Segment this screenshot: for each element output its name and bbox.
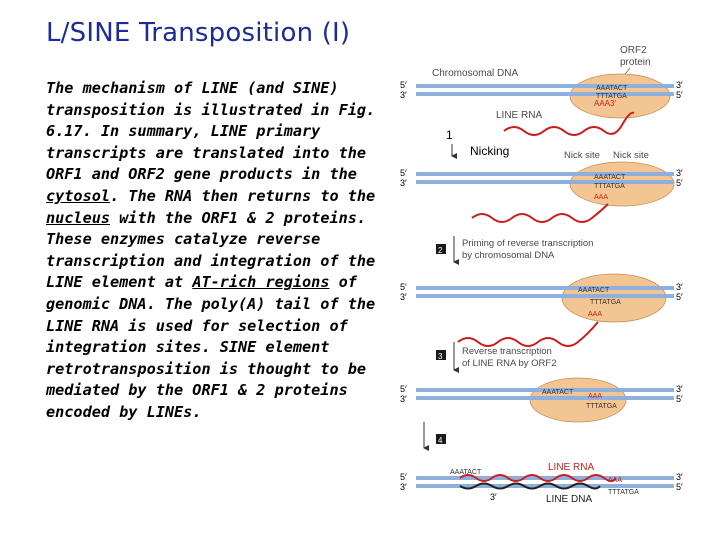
seq-bottom-5: TTTATGA bbox=[608, 489, 639, 496]
five-prime-5: 5′ bbox=[400, 472, 407, 482]
five-prime-label: 5′ bbox=[400, 80, 407, 90]
link-nucleus[interactable]: nucleus bbox=[46, 208, 111, 227]
polyA-5: AAA bbox=[608, 477, 622, 484]
body-text-1: The mechanism of LINE (and SINE) transpo… bbox=[46, 79, 376, 184]
step-3-box bbox=[436, 350, 446, 360]
step-3-label: Reverse transcription bbox=[462, 346, 552, 357]
step-1-number: 1 bbox=[446, 128, 453, 142]
nick-site-label-2: Nick site bbox=[613, 150, 649, 161]
three-prime-5: 3′ bbox=[400, 482, 407, 492]
step-3-label-line2: of LINE RNA by ORF2 bbox=[462, 358, 557, 369]
three-prime-label: 3′ bbox=[400, 90, 407, 100]
five-prime-4r: 5′ bbox=[676, 394, 683, 404]
orf2-protein-label-2: protein bbox=[620, 57, 651, 68]
line-rna-label-final: LINE RNA bbox=[548, 462, 594, 473]
five-prime-4: 5′ bbox=[400, 384, 407, 394]
panel-3: 5′ 3′ 3′ 5′ AAATACT TTTATGA AAA bbox=[400, 273, 683, 347]
three-prime-4: 3′ bbox=[400, 394, 407, 404]
body-text-4: of genomic DNA. The poly(A) tail of the … bbox=[46, 273, 376, 421]
step-2-label-line2: by chromosomal DNA bbox=[462, 250, 555, 261]
three-prime-2r: 3′ bbox=[676, 168, 683, 178]
panel-4: 5′ 3′ 3′ 5′ AAATACT TTTATGA AAA bbox=[400, 377, 683, 423]
five-prime-3r: 5′ bbox=[676, 292, 683, 302]
step-4-box bbox=[436, 434, 446, 444]
five-prime-3: 5′ bbox=[400, 282, 407, 292]
panel-1: 5′ 3′ 3′ 5′ AAATACT TTTATGA AAA3′ LINE R… bbox=[400, 73, 683, 136]
page-title: L/SINE Transposition (I) bbox=[46, 18, 351, 48]
seq-top: AAATACT bbox=[596, 85, 628, 92]
three-prime-4r: 3′ bbox=[676, 384, 683, 394]
three-prime-3r: 3′ bbox=[676, 282, 683, 292]
step-2-label: Priming of reverse transcription bbox=[462, 238, 593, 249]
five-prime-5r: 5′ bbox=[676, 482, 683, 492]
line-rna-label: LINE RNA bbox=[496, 110, 542, 121]
seq-bottom: TTTATGA bbox=[596, 93, 627, 100]
three-prime-mid: 3′ bbox=[490, 492, 497, 502]
step-3-number: 3 bbox=[438, 352, 443, 361]
orf2-protein-label: ORF2 bbox=[620, 45, 647, 56]
line-rna-wave bbox=[503, 111, 635, 136]
step-2-box bbox=[436, 244, 446, 254]
three-prime-2: 3′ bbox=[400, 178, 407, 188]
five-prime-2: 5′ bbox=[400, 168, 407, 178]
step-1-label: Nicking bbox=[470, 144, 509, 158]
link-at-rich-regions[interactable]: AT-rich regions bbox=[192, 273, 330, 292]
line-rna-wave-3 bbox=[457, 321, 599, 347]
step-4-number: 4 bbox=[438, 436, 443, 445]
link-cytosol[interactable]: cytosol bbox=[46, 186, 111, 205]
three-prime-3: 3′ bbox=[400, 292, 407, 302]
body-paragraph: The mechanism of LINE (and SINE) transpo… bbox=[46, 78, 396, 424]
body-text-2: . The RNA then returns to the bbox=[110, 186, 376, 205]
polyA-2: AAA bbox=[594, 194, 608, 201]
chromosomal-dna-label: Chromosomal DNA bbox=[432, 68, 518, 79]
three-prime-5r: 3′ bbox=[676, 472, 683, 482]
panel-2: 5′ 3′ 3′ 5′ AAATACT TTTATGA AAA bbox=[400, 161, 683, 223]
five-prime-label-right: 5′ bbox=[676, 90, 683, 100]
polyA-4: AAA bbox=[588, 393, 602, 400]
polyA-3: AAA bbox=[588, 311, 602, 318]
line-rna-wave-2 bbox=[471, 203, 609, 223]
seq-bottom-4: TTTATGA bbox=[586, 403, 617, 410]
nick-site-label-1: Nick site bbox=[564, 150, 600, 161]
seq-top-3: AAATACT bbox=[578, 287, 610, 294]
three-prime-label-right: 3′ bbox=[676, 80, 683, 90]
seq-bottom-3: TTTATGA bbox=[590, 299, 621, 306]
polyA-label: AAA3′ bbox=[594, 99, 616, 108]
line-dna-final bbox=[459, 482, 601, 490]
line-rna-final bbox=[459, 474, 617, 482]
line-transposition-figure: ORF2 protein Chromosomal DNA 5′ 3′ 3′ 5′… bbox=[400, 45, 683, 505]
line-dna-label: LINE DNA bbox=[546, 494, 592, 505]
panel-final: 5′ 3′ 3′ 5′ AAATACT TTTATGA AAA LINE RNA… bbox=[400, 462, 683, 505]
seq-bottom-2: TTTATGA bbox=[594, 183, 625, 190]
seq-top-5: AAATACT bbox=[450, 469, 482, 476]
five-prime-2r: 5′ bbox=[676, 178, 683, 188]
seq-top-4: AAATACT bbox=[542, 389, 574, 396]
body-text-3: with the ORF1 & 2 proteins. These enzyme… bbox=[46, 208, 376, 292]
step-2-number: 2 bbox=[438, 246, 443, 255]
seq-top-2: AAATACT bbox=[594, 174, 626, 181]
